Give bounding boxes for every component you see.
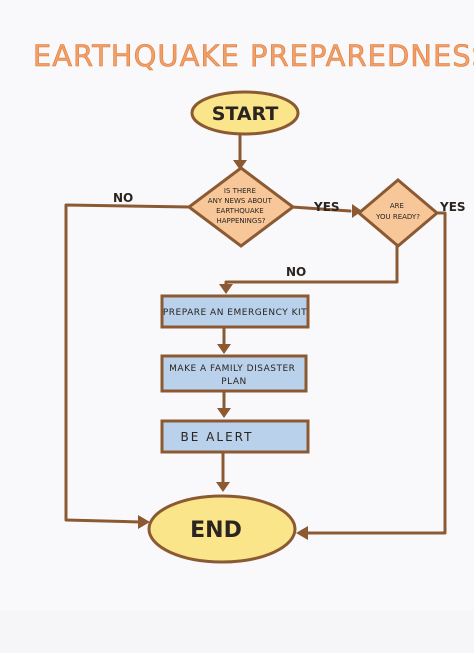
arrowhead-end-top (216, 482, 230, 492)
decision-ready-line-1: ARE (390, 202, 404, 210)
connector-ready-yes (304, 211, 447, 535)
step-kit-label: PREPARE AN EMERGENCY KIT (163, 308, 307, 318)
edge-label-news-yes: YES (313, 200, 340, 214)
connector-ready-no (224, 244, 399, 286)
arrowhead-end-left (138, 515, 150, 529)
step-kit: PREPARE AN EMERGENCY KIT (160, 294, 310, 329)
edge-label-ready-no: NO (286, 265, 306, 279)
arrowhead-ready (352, 204, 362, 218)
decision-news-line-2: ANY NEWS ABOUT (208, 197, 273, 205)
decision-news-line-3: EARTHQUAKE (216, 207, 264, 215)
decision-ready: ARE YOU READY? (356, 178, 440, 248)
step-alert-label: BE ALERT (181, 430, 254, 444)
step-plan-line-1: MAKE A FAMILY DISASTER (169, 364, 295, 374)
decision-ready-diamond (356, 178, 440, 248)
arrowhead-question (233, 160, 247, 170)
step-plan-label: MAKE A FAMILY DISASTER PLAN (169, 364, 299, 387)
step-alert-box (160, 419, 310, 454)
decision-news-line-1: IS THERE (224, 187, 256, 195)
arrowhead-kit (219, 284, 233, 294)
connectors (64, 132, 447, 535)
start-oval (190, 90, 300, 136)
connector-news-no (64, 203, 192, 524)
end-oval (147, 494, 297, 564)
arrowhead-plan (217, 344, 231, 354)
connector-news-yes (290, 205, 352, 213)
start-label: START (212, 103, 279, 125)
decision-news: IS THERE ANY NEWS ABOUT EARTHQUAKE HAPPE… (186, 166, 296, 248)
end-node: END (147, 494, 297, 564)
decision-ready-label: ARE YOU READY? (375, 202, 420, 221)
arrowhead-end-right (296, 526, 308, 540)
start-node: START (190, 90, 300, 136)
decision-news-line-4: HAPPENINGS? (216, 217, 265, 225)
decision-news-label: IS THERE ANY NEWS ABOUT EARTHQUAKE HAPPE… (208, 187, 274, 225)
decision-news-diamond (186, 166, 296, 248)
step-kit-box (160, 294, 310, 329)
edge-label-ready-yes: YES (439, 200, 466, 214)
decision-ready-line-2: YOU READY? (375, 213, 420, 221)
arrowheads (138, 160, 362, 540)
arrowhead-alert (217, 408, 231, 418)
end-label: END (190, 518, 242, 543)
step-plan-box (160, 354, 308, 393)
step-plan: MAKE A FAMILY DISASTER PLAN (160, 354, 308, 393)
step-alert: BE ALERT (160, 419, 310, 454)
diagram-title: EARTHQUAKE PREPAREDNESS (33, 39, 474, 73)
edge-label-news-no: NO (113, 191, 133, 205)
step-plan-line-2: PLAN (221, 377, 247, 387)
